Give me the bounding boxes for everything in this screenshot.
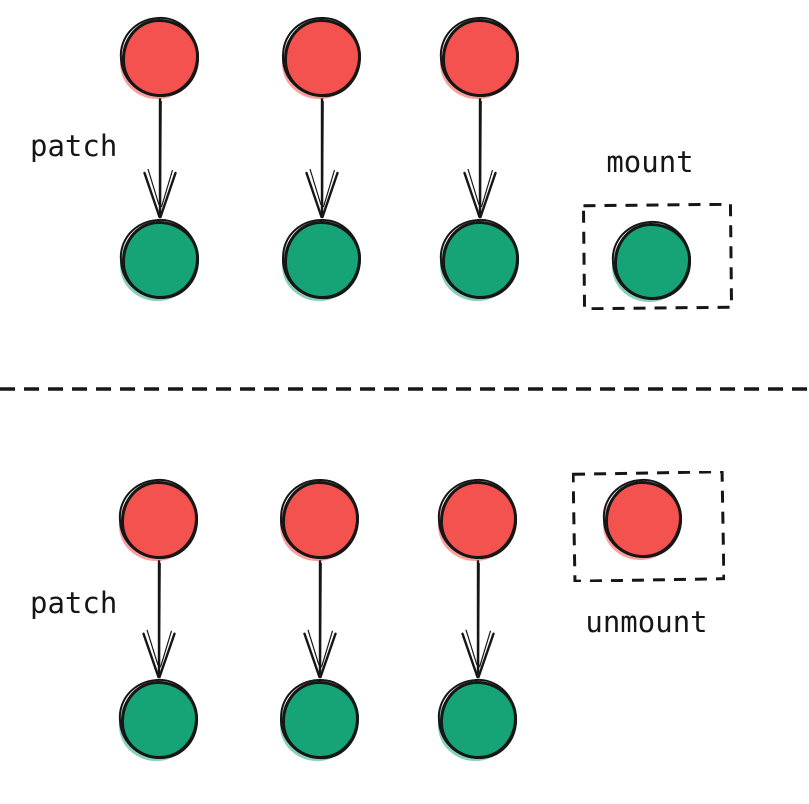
unmount-label: unmount xyxy=(585,605,708,639)
old-vnode-red-circle xyxy=(120,481,198,559)
down-arrow-icon xyxy=(463,98,497,219)
section-divider-dashed-line xyxy=(0,387,809,391)
mount-dashed-box xyxy=(582,203,733,310)
old-vnode-red-circle xyxy=(441,19,519,97)
new-vnode-green-circle xyxy=(121,221,199,299)
patch-pair-column xyxy=(441,19,519,299)
new-vnode-green-circle xyxy=(439,681,517,759)
down-arrow-icon xyxy=(461,559,495,679)
unmount-dashed-box xyxy=(572,471,725,582)
new-vnode-green-circle xyxy=(283,221,361,299)
down-arrow-icon xyxy=(142,559,176,679)
old-vnode-red-circle xyxy=(283,19,361,97)
mounted-green-circle xyxy=(614,223,691,300)
down-arrow-icon xyxy=(143,98,177,219)
new-vnode-green-circle xyxy=(120,681,198,759)
patch-pair-column xyxy=(121,19,199,299)
new-vnode-green-circle xyxy=(441,221,519,299)
down-arrow-icon xyxy=(305,98,339,219)
old-vnode-red-circle xyxy=(121,19,199,97)
old-vnode-red-circle xyxy=(439,481,517,559)
old-vnode-red-circle xyxy=(281,481,359,559)
patch-pair-column xyxy=(439,481,517,759)
new-vnode-green-circle xyxy=(281,681,359,759)
mount-label: mount xyxy=(606,145,694,179)
patch-label-bottom: patch xyxy=(30,586,118,620)
patch-label-top: patch xyxy=(30,129,118,163)
patch-pair-column xyxy=(283,19,361,299)
patch-pair-column xyxy=(281,481,359,759)
patch-pair-column xyxy=(120,481,198,759)
unmounted-red-circle xyxy=(605,481,682,558)
down-arrow-icon xyxy=(303,559,337,679)
